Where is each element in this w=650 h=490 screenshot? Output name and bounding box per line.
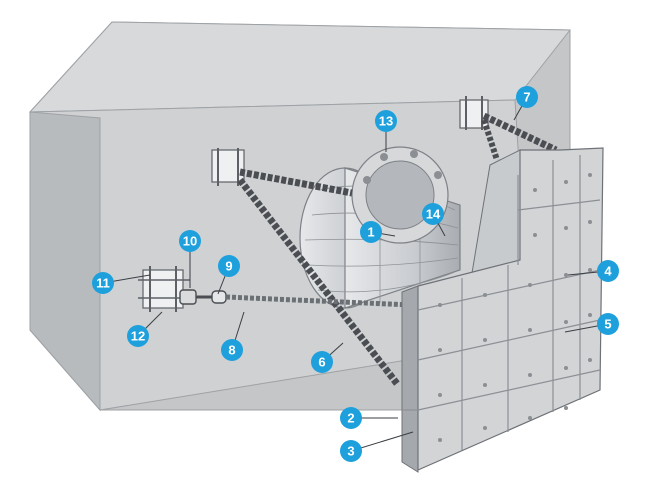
callout-11: 11 xyxy=(92,272,114,294)
callout-7: 7 xyxy=(516,86,538,108)
wall-bracket-top-right xyxy=(459,96,489,130)
callout-5-label: 5 xyxy=(604,317,611,332)
shackle-assembly xyxy=(179,289,227,305)
callout-14-label: 14 xyxy=(426,207,441,222)
callout-10: 10 xyxy=(179,230,201,252)
chain-top-horizontal xyxy=(239,168,353,197)
callout-1-label: 1 xyxy=(367,225,374,240)
chain-diagonal xyxy=(237,177,401,388)
callout-14: 14 xyxy=(422,203,444,225)
callout-9-label: 9 xyxy=(225,259,232,274)
callout-13: 13 xyxy=(375,110,397,132)
callout-12-label: 12 xyxy=(131,329,145,344)
wall-bracket-top-left xyxy=(211,148,245,186)
flange-bolt xyxy=(380,153,388,161)
chains xyxy=(225,112,558,388)
callout-4-label: 4 xyxy=(604,264,612,279)
wall-bracket-left xyxy=(138,266,190,312)
callout-1: 1 xyxy=(360,221,382,243)
flange-bolt xyxy=(410,150,418,158)
chain-top-right xyxy=(482,112,558,154)
callout-4: 4 xyxy=(597,260,619,282)
flange-bolt xyxy=(363,176,371,184)
callout-3-label: 3 xyxy=(347,444,354,459)
callout-11-label: 11 xyxy=(96,276,110,291)
callout-2: 2 xyxy=(340,407,362,429)
callout-10-label: 10 xyxy=(183,234,197,249)
callout-7-label: 7 xyxy=(523,90,530,105)
callout-6: 6 xyxy=(311,351,333,373)
callout-12: 12 xyxy=(127,325,149,347)
callout-markers: 1 2 3 4 5 6 7 8 9 10 11 12 13 14 xyxy=(92,86,619,462)
callout-5: 5 xyxy=(597,313,619,335)
callout-6-label: 6 xyxy=(318,355,325,370)
uhmw-pe-face-pads xyxy=(402,155,601,450)
flange-bolt xyxy=(434,171,442,179)
callout-8: 8 xyxy=(221,339,243,361)
frontal-frame xyxy=(401,147,604,473)
callout-8-label: 8 xyxy=(228,343,235,358)
chain-top-right-drop xyxy=(481,119,500,161)
chain-horizontal-left xyxy=(225,294,413,308)
callout-9: 9 xyxy=(218,255,240,277)
callout-3: 3 xyxy=(340,440,362,462)
callout-13-label: 13 xyxy=(379,114,393,129)
callout-2-label: 2 xyxy=(347,411,354,426)
